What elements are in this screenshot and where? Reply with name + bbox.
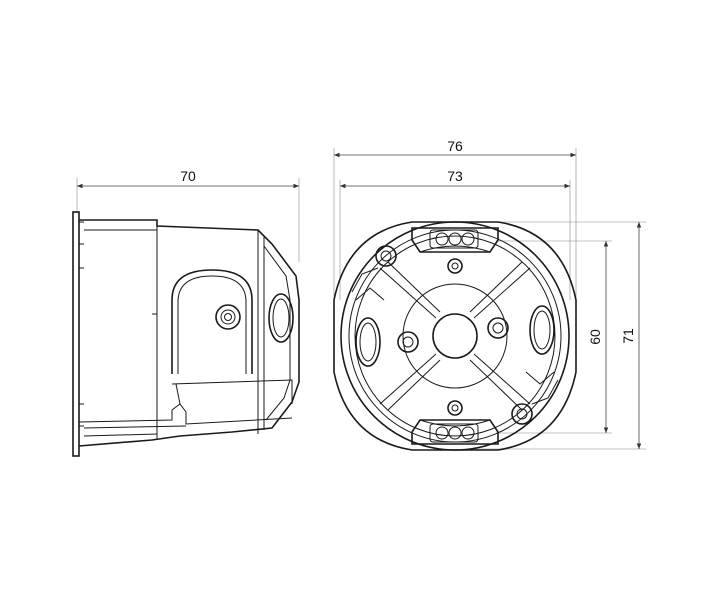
dimension-label-73: 73 (447, 168, 463, 184)
front-view: 76 73 60 71 (333, 138, 646, 451)
inner-round-knockouts (397, 317, 509, 353)
side-oval-knockouts (355, 305, 555, 367)
side-right-knockout (268, 293, 294, 343)
dimension-73: 73 (339, 168, 571, 300)
bracket-tabs (351, 267, 559, 405)
top-terminal-block (411, 227, 499, 274)
corner-screw-bosses (375, 245, 533, 425)
dimension-label-71: 71 (620, 328, 636, 344)
dimension-70: 70 (76, 168, 300, 262)
dimension-label-60: 60 (587, 329, 603, 345)
dimension-label-70: 70 (180, 168, 196, 184)
bottom-terminal-block (411, 400, 499, 445)
side-body (78, 219, 300, 447)
front-center-hub (402, 283, 508, 389)
front-ribs (379, 261, 531, 411)
side-view: 70 (72, 168, 300, 457)
dimension-label-76: 76 (447, 138, 463, 154)
side-flange (72, 211, 84, 457)
side-knockout (171, 269, 253, 374)
